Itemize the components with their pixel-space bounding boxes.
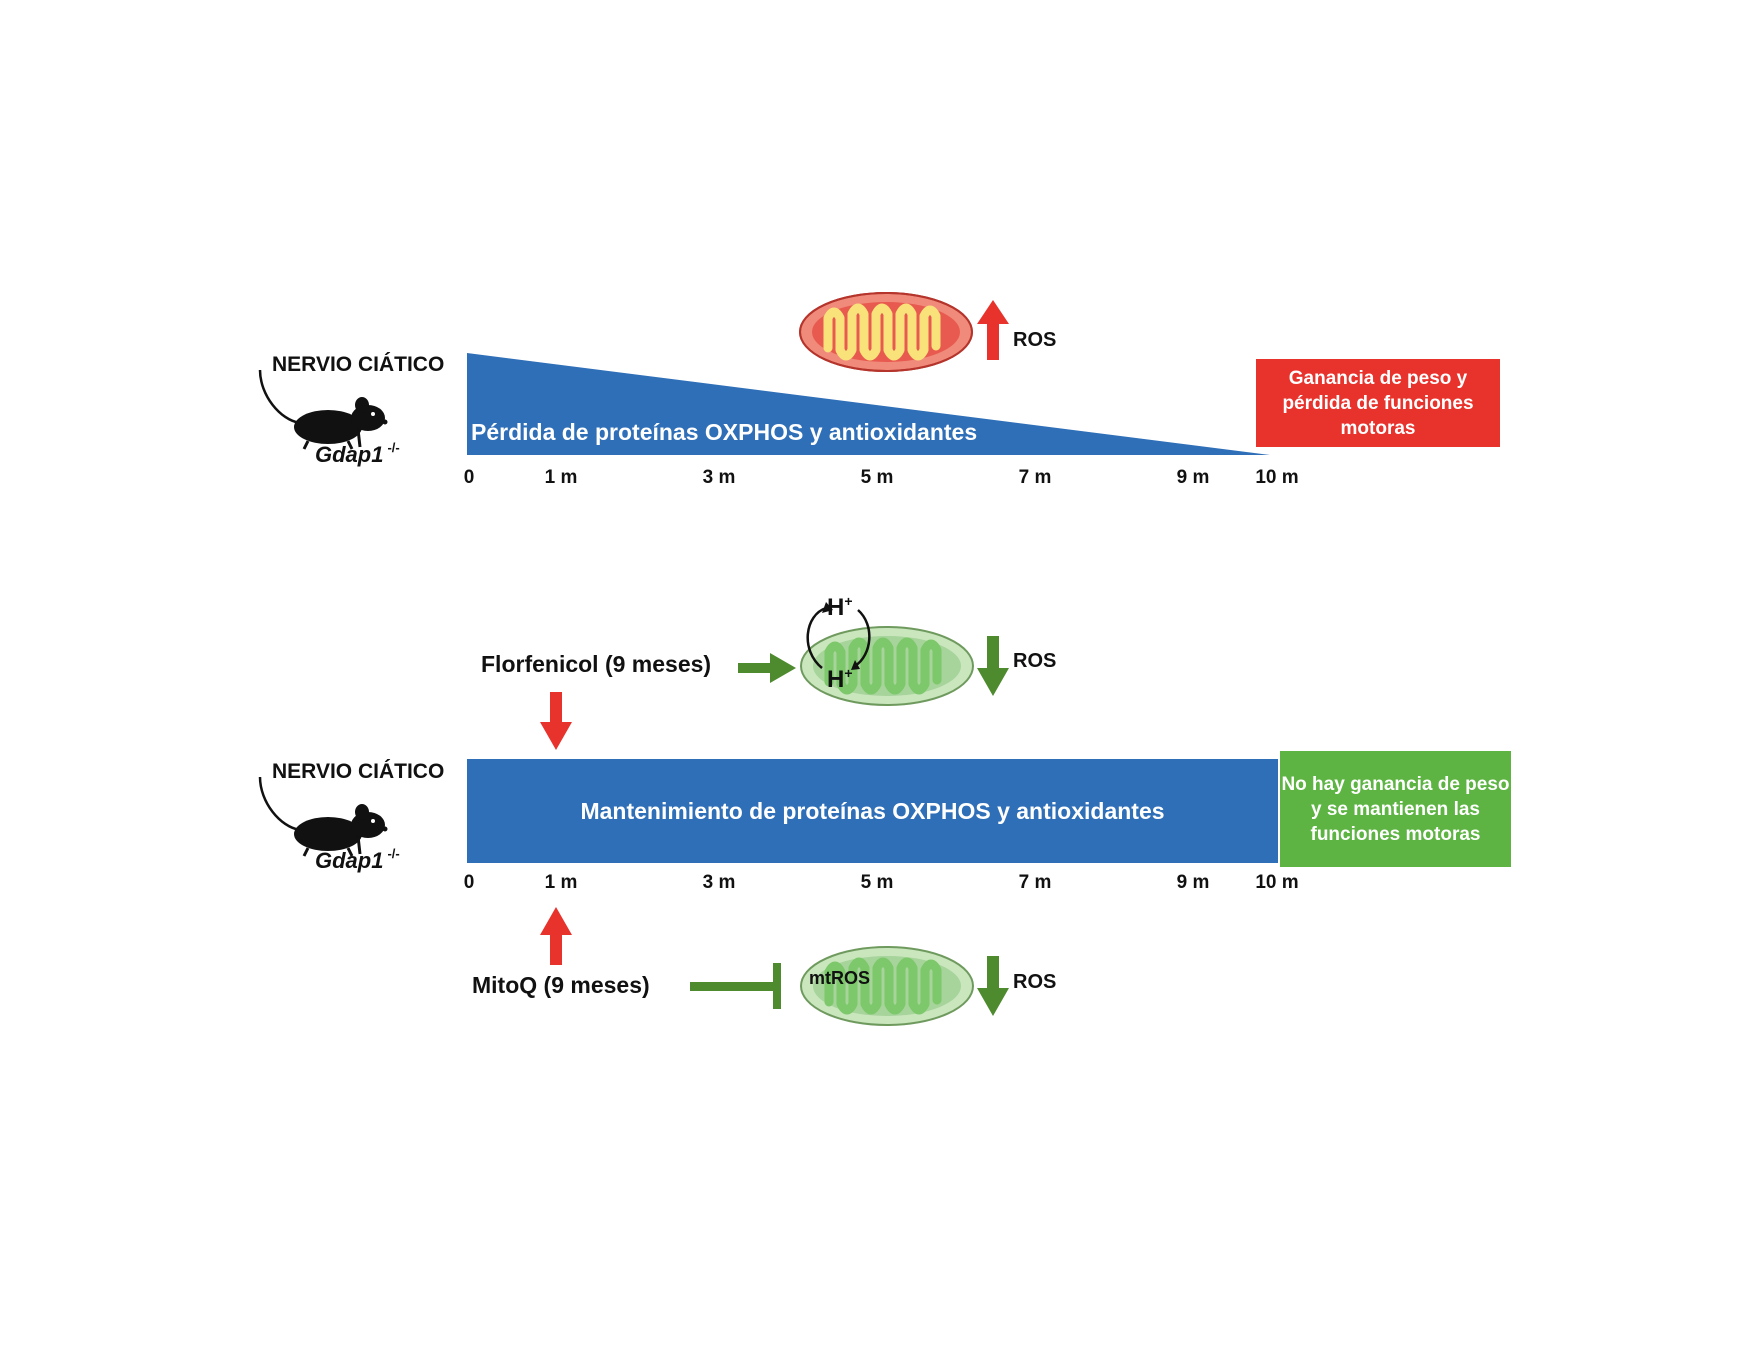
- down-arrow-icon-ros-mitoq: [977, 956, 1009, 1016]
- nerve-label-bottom: NERVIO CIÁTICO: [272, 760, 445, 783]
- proton-symbol: H: [827, 594, 845, 621]
- proton-label-top: H+: [827, 593, 853, 622]
- florfenicol-label: Florfenicol (9 meses): [481, 651, 712, 677]
- ros-label-top: ROS: [1013, 329, 1057, 351]
- tick-label: 0: [463, 467, 475, 488]
- mitochondrion-icon-red: [799, 292, 973, 372]
- right-arrow-icon-florfenicol: [738, 653, 796, 683]
- loss-wedge-bar: [467, 353, 1270, 455]
- mitochondrion-icon-green-mitoq: [800, 946, 974, 1026]
- proton-symbol: H: [827, 666, 845, 693]
- tick-label: 1 m: [544, 872, 578, 893]
- tick-label: 1 m: [544, 467, 578, 488]
- up-arrow-icon-ros-top: [977, 300, 1009, 360]
- tick-label: 9 m: [1176, 467, 1210, 488]
- genotype-name: Gdap1: [315, 848, 384, 873]
- proton-label-bottom: H+: [827, 665, 853, 694]
- genotype-superscript: -/-: [387, 846, 400, 861]
- mtros-label: mtROS: [809, 968, 871, 988]
- mouse-icon-top: [258, 368, 389, 451]
- tick-label: 5 m: [860, 467, 894, 488]
- genotype-name: Gdap1: [315, 442, 384, 467]
- tick-label: 10 m: [1255, 467, 1299, 488]
- proton-charge: +: [844, 665, 853, 681]
- tick-label: 3 m: [702, 467, 736, 488]
- mitochondrion-icon-green-florfenicol: [800, 626, 974, 706]
- down-arrow-icon-florfenicol: [540, 692, 572, 750]
- tick-label: 9 m: [1176, 872, 1210, 893]
- genotype-label-bottom: Gdap1-/-: [315, 846, 400, 874]
- nerve-label-top: NERVIO CIÁTICO: [272, 353, 445, 376]
- tick-label: 10 m: [1255, 872, 1299, 893]
- mitoq-label: MitoQ (9 meses): [472, 972, 650, 998]
- genotype-label-top: Gdap1-/-: [315, 440, 400, 468]
- mouse-icon-bottom: [258, 775, 389, 858]
- tick-label: 5 m: [860, 872, 894, 893]
- proton-cycle-icon: [806, 602, 871, 670]
- loss-bar-label: Pérdida de proteínas OXPHOS y antioxidan…: [471, 419, 978, 445]
- up-arrow-icon-mitoq: [540, 907, 572, 965]
- outcome-box-bottom: No hay ganancia de peso y se mantienen l…: [1280, 751, 1511, 867]
- proton-charge: +: [844, 593, 853, 609]
- tick-label: 7 m: [1018, 467, 1052, 488]
- tick-label: 3 m: [702, 872, 736, 893]
- ros-label-mitoq: ROS: [1013, 971, 1057, 993]
- outcome-box-top: Ganancia de peso y pérdida de funciones …: [1256, 359, 1500, 447]
- maintenance-bar-label: Mantenimiento de proteínas OXPHOS y anti…: [580, 797, 1165, 824]
- down-arrow-icon-ros-florfenicol: [977, 636, 1009, 696]
- ros-label-florfenicol: ROS: [1013, 650, 1057, 672]
- genotype-superscript: -/-: [387, 440, 400, 455]
- tick-label: 0: [463, 872, 475, 893]
- maintenance-bar: [467, 759, 1278, 863]
- inhibition-icon-mitoq: [690, 963, 781, 1009]
- tick-label: 7 m: [1018, 872, 1052, 893]
